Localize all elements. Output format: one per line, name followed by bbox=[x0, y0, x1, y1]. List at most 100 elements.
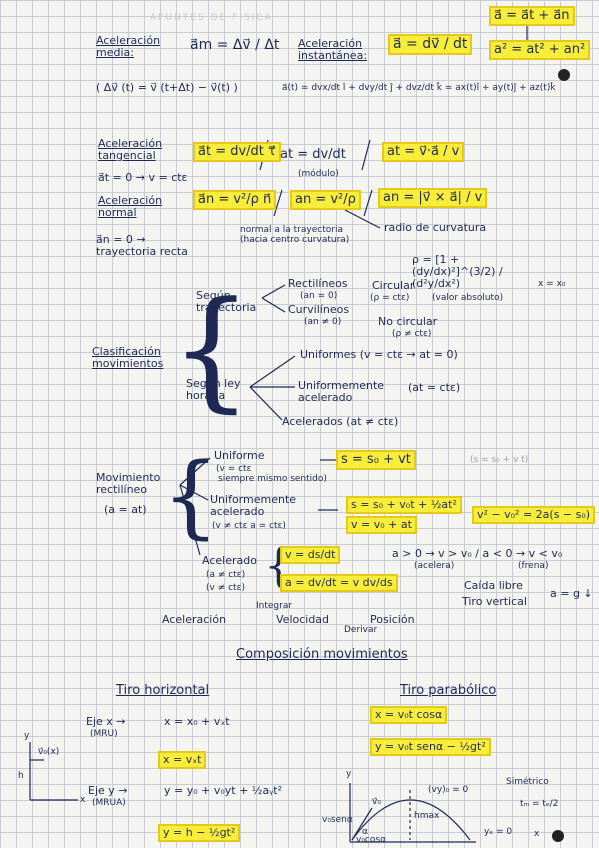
accel-media-formula: a⃗m = Δv⃗ / Δt bbox=[190, 37, 280, 53]
tiro-vertical: Tiro vertical bbox=[462, 595, 527, 608]
parab-alpha: α bbox=[362, 827, 368, 837]
accel-inst-label: Aceleración instantánea: bbox=[298, 37, 368, 63]
x-formula-2: x = vₓt bbox=[157, 750, 207, 770]
an-nonzero: (an ≠ 0) bbox=[304, 317, 342, 327]
v-ua: v = v₀ + at bbox=[346, 515, 417, 535]
tiro-parabolico-title: Tiro parabólico bbox=[400, 683, 497, 698]
mrua: (MRUA) bbox=[92, 798, 126, 808]
uniforme: Uniforme bbox=[214, 449, 265, 462]
magnitude-sum-box: a² = at² + an² bbox=[488, 39, 591, 61]
rectilineo-brace: { bbox=[162, 444, 220, 549]
vector-sum-box: a⃗ = a⃗t + a⃗n bbox=[489, 5, 575, 27]
delta-v-definition: ( Δv⃗ (t) = v⃗ (t+Δt) − v⃗(t) ) bbox=[96, 81, 238, 94]
normal-cross-formula: an = |v⃗ × a⃗| / v bbox=[377, 187, 488, 209]
modulo-note: (módulo) bbox=[298, 169, 339, 179]
circular: Circular bbox=[372, 279, 415, 292]
horiz-axis-x: x bbox=[80, 795, 86, 805]
parab-axis-y: y bbox=[346, 769, 352, 779]
acelerado-cond1: (a ≠ ctε) bbox=[206, 570, 246, 580]
horiz-v0: v⃗₀(x) bbox=[38, 747, 60, 757]
accel-components: a⃗(t) = dvx/dt î + dvy/dt ĵ + dvz/dt k̂ … bbox=[282, 83, 556, 93]
t-max: tₘ = tₑ/2 bbox=[520, 799, 559, 809]
accel-media-label: Aceleración media: bbox=[96, 34, 161, 60]
acelerado-label: Acelerado bbox=[202, 554, 257, 567]
chain-integrar: Integrar bbox=[256, 601, 293, 611]
an-zero: (an = 0) bbox=[300, 291, 338, 301]
a-equals-g: a = g ↓ bbox=[550, 587, 593, 600]
eje-y: Eje y → bbox=[88, 784, 128, 797]
uniformemente-acelerado: Uniformemente acelerado bbox=[298, 379, 385, 405]
mru: (MRU) bbox=[90, 729, 118, 739]
tangential-magnitude-formula: at = dv/dt bbox=[280, 147, 346, 162]
radius-note: radio de curvatura bbox=[384, 221, 487, 234]
acelerados: Acelerados (at ≠ ctε) bbox=[282, 415, 399, 428]
v0-sen: v₀senα bbox=[322, 815, 353, 825]
x-formula-1: x = x₀ + vₓt bbox=[164, 715, 230, 728]
chain-derivar: Derivar bbox=[344, 625, 378, 635]
y-formula-2: y = h − ½gt² bbox=[157, 823, 241, 843]
s-ua: s = s₀ + v₀t + ½at² bbox=[346, 495, 462, 515]
parab-x: x = v₀t cosα bbox=[369, 705, 448, 725]
parab-vy0: (vy)₀ = 0 bbox=[428, 785, 469, 795]
composicion-title: Composición movimientos bbox=[236, 647, 408, 662]
rho-nonconstant: (ρ ≠ ctε) bbox=[392, 329, 432, 339]
classification-title: Clasificación movimientos bbox=[92, 345, 164, 371]
s-uniforme: s = s₀ + vt bbox=[336, 449, 416, 471]
normal-label: Aceleración normal bbox=[98, 194, 163, 220]
tangential-vector-formula: a⃗t = dv/dt τ⃗ bbox=[193, 141, 281, 163]
horiz-h: h bbox=[18, 771, 24, 781]
rectilineos: Rectilíneos bbox=[288, 277, 348, 290]
parab-y: y = v₀t senα − ½gt² bbox=[370, 737, 491, 757]
v-squared: v² − v₀² = 2a(s − s₀) bbox=[471, 505, 596, 525]
rho-abs-note: (valor absoluto) bbox=[432, 293, 504, 303]
h-max: hmax bbox=[414, 811, 440, 821]
rho-constant: (ρ = ctε) bbox=[370, 293, 410, 303]
tangential-label: Aceleración tangencial bbox=[98, 137, 163, 163]
uniforme-note: siempre mismo sentido) bbox=[218, 474, 327, 484]
binder-hole bbox=[558, 69, 570, 81]
rho-formula: ρ = [1 + (dy/dx)²]^(3/2) / (d²y/dx²) bbox=[412, 253, 503, 291]
parab-ye0: yₑ = 0 bbox=[484, 827, 513, 837]
acelerado-cond2: (v ≠ ctε) bbox=[206, 583, 245, 593]
simetrico: Simétrico bbox=[506, 777, 549, 787]
no-circular: No circular bbox=[378, 315, 438, 328]
eje-x: Eje x → bbox=[86, 715, 126, 728]
rho-evaluated-at: x = x₀ bbox=[538, 279, 566, 289]
caida-libre: Caída libre bbox=[464, 579, 523, 592]
rectilineo-cond: (a = at) bbox=[104, 503, 147, 516]
chain-velocidad: Velocidad bbox=[276, 613, 330, 626]
s-uniforme-small: (s = s₀ + v t) bbox=[470, 455, 529, 465]
normal-zero: a⃗n = 0 → trayectoria recta bbox=[96, 233, 188, 259]
v0-cos: v₀cosα bbox=[356, 835, 387, 845]
tiro-horizontal-title: Tiro horizontal bbox=[116, 683, 210, 698]
parab-v0: v⃗₀ bbox=[372, 797, 381, 807]
faded-header: APUNTES DE FISICA bbox=[150, 13, 273, 23]
ua-cond: (v ≠ ctε a = ctε) bbox=[212, 521, 286, 531]
acelera-note: (acelera) bbox=[414, 561, 455, 571]
frena-note: (frena) bbox=[518, 561, 549, 571]
accel-sign: a > 0 → v > v₀ / a < 0 → v < v₀ bbox=[392, 547, 563, 560]
chain-aceleracion: Aceleración bbox=[162, 613, 227, 626]
binder-hole bbox=[552, 830, 564, 842]
rectilineo-title: Movimiento rectilíneo bbox=[96, 471, 161, 497]
y-formula-1: y = y₀ + v₀yt + ½aᵧt² bbox=[164, 784, 283, 797]
accel-inst-formula: a⃗ = dv⃗ / dt bbox=[387, 33, 473, 56]
parab-axis-x: x bbox=[534, 829, 540, 839]
normal-vector-formula: a⃗n = v²/ρ n⃗ bbox=[192, 189, 277, 211]
uniformes: Uniformes (v = ctε → at = 0) bbox=[300, 348, 458, 361]
tangential-zero: a⃗t = 0 → v = ctε bbox=[98, 171, 188, 184]
chain-posicion: Posición bbox=[370, 613, 415, 626]
v-ds-dt: v = ds/dt bbox=[279, 545, 341, 565]
horiz-axis-y: y bbox=[24, 731, 30, 741]
ua-label: Uniformemente acelerado bbox=[210, 493, 297, 519]
classification-brace: { bbox=[170, 273, 253, 425]
at-constant: (at = ctε) bbox=[408, 381, 461, 394]
normal-note: normal a la trayectoria (hacia centro cu… bbox=[240, 225, 350, 245]
segun-ley-horaria: Según ley horaria bbox=[186, 377, 241, 403]
normal-magnitude-formula: an = v²/ρ bbox=[290, 189, 361, 211]
tangential-dot-formula: at = v⃗·a⃗ / v bbox=[381, 141, 465, 163]
a-dv-dt: a = dv/dt = v dv/ds bbox=[280, 573, 398, 593]
segun-trayectoria: Según trayectoria bbox=[196, 289, 257, 315]
uniforme-cond: (v = ctε bbox=[216, 464, 252, 474]
